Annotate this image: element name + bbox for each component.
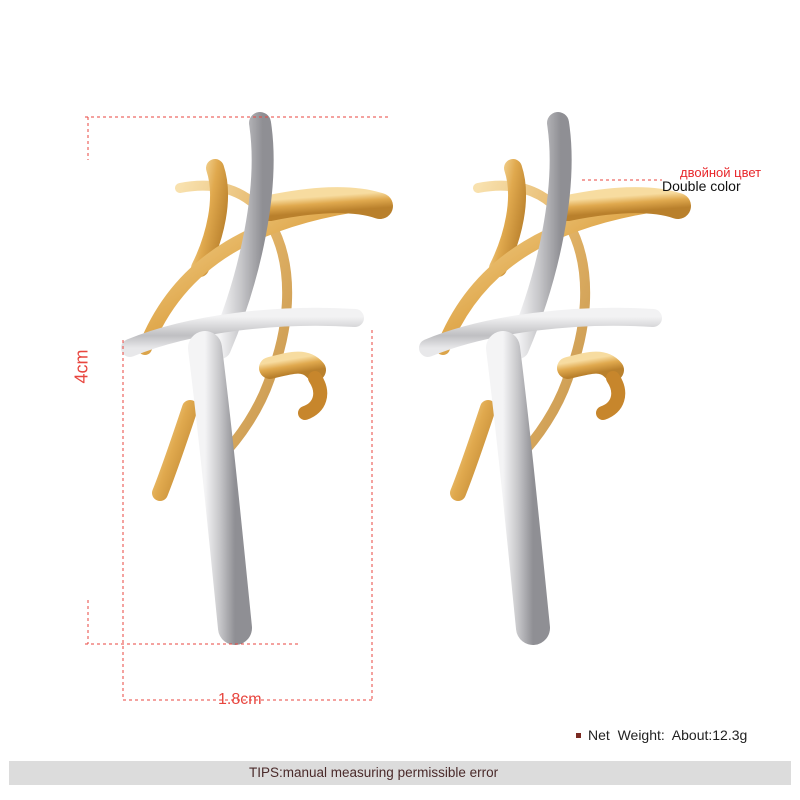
tips-text: TIPS:manual measuring permissible error	[249, 765, 499, 780]
bullet-icon	[576, 732, 581, 738]
height-label: 4cm	[71, 349, 92, 384]
width-label: 1.8cm	[218, 691, 262, 708]
tips-bar: TIPS:manual measuring permissible error	[9, 761, 791, 785]
earring-left	[130, 123, 380, 628]
dimension-lines	[85, 116, 662, 701]
earring-right	[428, 123, 678, 628]
net-weight-label: Net Weight:	[588, 727, 665, 743]
color-label-ru: двойной цвет	[680, 165, 762, 180]
net-weight-value: About:12.3g	[671, 727, 748, 743]
color-label-en: Double color	[662, 178, 741, 194]
net-weight: Net Weight: About:12.3g	[576, 727, 747, 743]
